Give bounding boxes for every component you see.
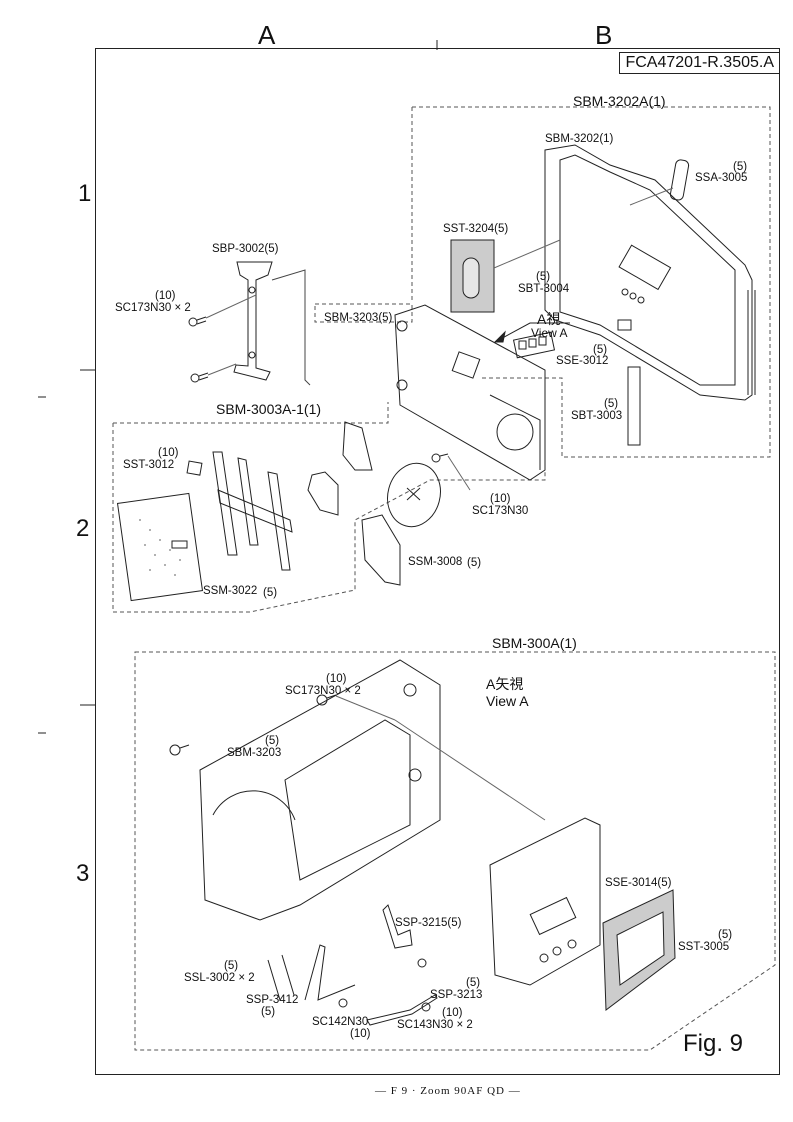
view-a-en: View A	[486, 693, 529, 709]
part-label-sbm-3203-upper: SBM-3203(5)	[324, 312, 393, 324]
group-title-sbm-300a: SBM-300A(1)	[492, 635, 577, 651]
screw-icon	[190, 372, 209, 383]
part-contact-plate	[342, 421, 373, 471]
part-label-sc143n30: SC143N30 × 2	[397, 1019, 473, 1031]
column-label-a: A	[258, 20, 276, 50]
part-label-sst-3012: SST-3012	[123, 459, 175, 471]
part-label-sbt-3004: SBT-3004	[518, 283, 570, 295]
bracket-sbp-3002	[233, 261, 273, 381]
part-label-sc173n30-mid: SC173N30	[472, 505, 529, 517]
part-label-sse-3014: SSE-3014(5)	[605, 877, 672, 889]
group-boundary-sbm-3203	[314, 303, 413, 323]
part-label-sbm-3202: SBM-3202(1)	[545, 133, 614, 145]
part-label-sc173n30-lower: SC173N30 × 2	[285, 685, 361, 697]
screw-icon	[316, 694, 337, 706]
part-qty-sc173n30-lower: (10)	[326, 673, 347, 685]
group-title-sbm-3003a: SBM-3003A-1(1)	[216, 401, 322, 417]
part-label-sse-3012: SSE-3012	[556, 355, 609, 367]
part-label-ssp-3412: SSP-3412	[246, 994, 299, 1006]
page-footer: — F 9 · Zoom 90AF QD —	[375, 1085, 521, 1097]
group-boundary-sbm-300a	[134, 651, 776, 1051]
figure-label: Fig. 9	[683, 1030, 744, 1057]
part-sse-3012	[512, 331, 556, 359]
part-qty-sbt-3004: (5)	[536, 271, 551, 283]
spring-contacts	[212, 451, 291, 571]
part-qty-ssm-3008: (5)	[467, 557, 482, 569]
document-id: FCA47201-R.3505.A	[619, 52, 780, 74]
part-label-ssl-3002: SSL-3002 × 2	[184, 972, 255, 984]
part-ssa-3005	[669, 159, 690, 201]
view-a-arrow	[494, 322, 570, 343]
part-ssp-3412	[304, 944, 356, 1001]
part-sbt-3004	[617, 319, 632, 331]
screw-icon	[169, 744, 190, 756]
part-sbt-3003	[627, 366, 641, 446]
part-qty-sbt-3003: (5)	[604, 398, 619, 410]
screw-icon	[431, 453, 449, 463]
part-qty-ssa-3005: (5)	[733, 161, 748, 173]
lcd-module-sse-3014	[489, 817, 601, 986]
part-ssp-3213	[366, 994, 438, 1026]
cover-ssm-3022	[116, 492, 204, 602]
screw-icon	[188, 316, 207, 327]
part-qty-sc173n30-left: (10)	[155, 290, 176, 302]
group-boundary-sbm-3003a	[112, 370, 546, 613]
part-label-sst-3204: SST-3204(5)	[443, 223, 509, 235]
part-qty-sbm-3203-lower: (5)	[265, 735, 280, 747]
screw-icon	[417, 958, 427, 968]
part-qty-sc142n30: (10)	[350, 1028, 371, 1040]
view-a-jp: A矢視	[486, 676, 524, 692]
window-opening	[618, 244, 672, 291]
part-label-sc142n30: SC142N30	[312, 1016, 369, 1028]
part-label-ssa-3005: SSA-3005	[695, 172, 748, 184]
back-cover-sbm-3202	[544, 144, 753, 401]
part-label-sc173n30-left: SC173N30 × 2	[115, 302, 191, 314]
row-label-2: 2	[76, 515, 90, 542]
part-holder	[307, 471, 339, 516]
part-qty-sc173n30-mid: (10)	[490, 493, 511, 505]
part-label-ssm-3022: SSM-3022	[203, 585, 258, 597]
part-label-ssp-3215: SSP-3215(5)	[395, 917, 462, 929]
part-label-sbp-3002: SBP-3002(5)	[212, 243, 279, 255]
body-sbm-3203-large	[199, 659, 441, 921]
part-label-sbm-3203-lower: SBM-3203	[227, 747, 282, 759]
part-qty-sse-3012: (5)	[593, 344, 608, 356]
battery-cover-ssm-3008	[361, 514, 401, 586]
group-boundary-sbm-3202a	[412, 106, 771, 458]
hinge-pin	[747, 290, 756, 395]
part-label-sbt-3003: SBT-3003	[571, 410, 623, 422]
screw-icon	[421, 1002, 431, 1012]
part-qty-ssp-3412: (5)	[261, 1006, 276, 1018]
part-sst-3012	[186, 460, 203, 476]
part-label-sst-3005: SST-3005	[678, 941, 730, 953]
part-label-ssm-3008: SSM-3008	[408, 556, 463, 568]
row-label-1: 1	[78, 180, 92, 207]
column-label-b: B	[595, 20, 613, 50]
part-ssp-3215	[382, 904, 413, 949]
part-qty-ssl-3002: (5)	[224, 960, 239, 972]
part-label-ssp-3213: SSP-3213	[430, 989, 483, 1001]
screw-icon	[338, 998, 348, 1008]
row-label-3: 3	[76, 860, 90, 887]
view-a-label-jp: A視	[537, 311, 561, 327]
view-a-label-en: View A	[531, 326, 568, 340]
battery-coin-cell	[387, 462, 441, 528]
part-qty-ssm-3022: (5)	[263, 587, 278, 599]
part-qty-sc143n30: (10)	[442, 1007, 463, 1019]
part-qty-sst-3005: (5)	[718, 929, 733, 941]
group-title-sbm-3202a: SBM-3202A(1)	[573, 93, 666, 109]
body-sbm-3203	[394, 304, 546, 481]
part-qty-ssp-3213: (5)	[466, 977, 481, 989]
part-qty-sst-3012: (10)	[158, 447, 179, 459]
